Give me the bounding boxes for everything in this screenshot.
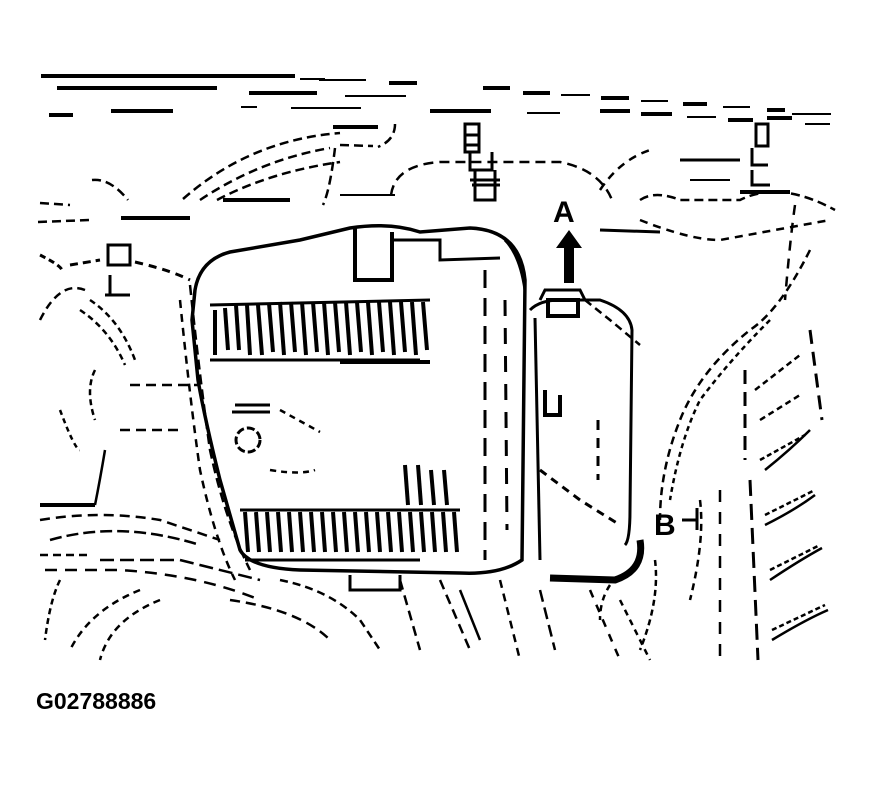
lower-cooling-fins <box>240 464 460 553</box>
right-ribbed-hose <box>638 249 829 661</box>
left-lower-hoses <box>38 284 331 661</box>
callout-label-a: A <box>553 196 575 229</box>
arrow-a: A <box>553 196 582 283</box>
side-reservoir <box>483 270 634 561</box>
figure-id-label: G02788886 <box>36 688 157 714</box>
right-stud-fitting <box>740 122 790 194</box>
bottom-structures <box>279 578 652 661</box>
arrow-target-fitting <box>538 288 641 346</box>
left-bracket <box>39 243 191 297</box>
top-stud-fitting <box>463 122 500 202</box>
background-lines-right <box>389 148 836 301</box>
upper-cooling-fins <box>209 298 431 356</box>
callout-b: B <box>654 508 699 542</box>
connector-hose-b <box>549 539 645 621</box>
callout-label-b: B <box>654 509 676 542</box>
background-curves-left <box>37 123 397 224</box>
background-lines-top <box>41 74 831 129</box>
main-module-housing <box>190 224 527 592</box>
